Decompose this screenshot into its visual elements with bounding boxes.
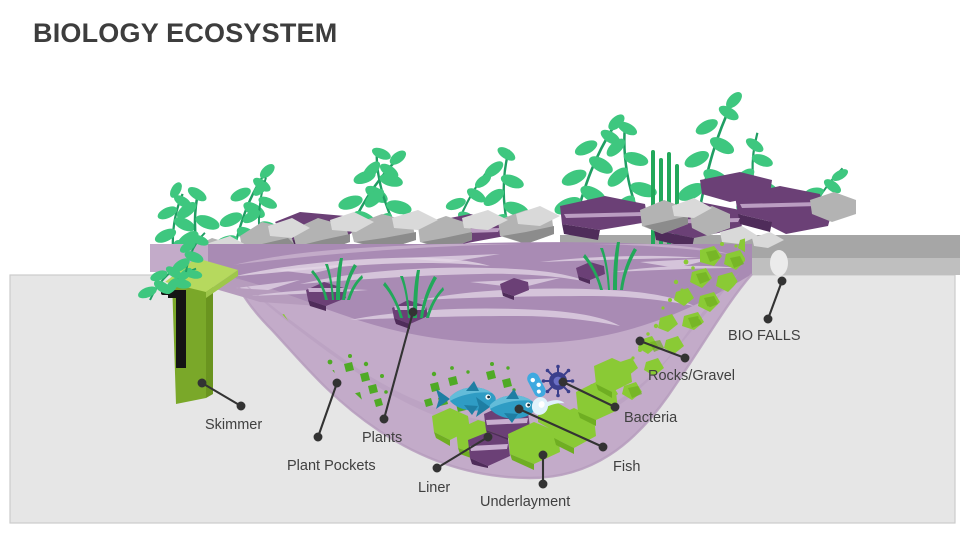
- callout-label-underlayment: Underlayment: [480, 494, 571, 510]
- leader-line: [638, 339, 687, 360]
- leader-end-dot: [610, 402, 620, 412]
- leader-end-dot: [313, 432, 323, 442]
- leader-skimmer: [197, 378, 246, 411]
- pond-liner-edge: [230, 271, 753, 480]
- leader-plant-pockets: [313, 378, 342, 442]
- leader-plants: [379, 307, 418, 424]
- leader-line: [561, 380, 617, 409]
- leader-end-dot: [538, 479, 548, 489]
- leader-end-dot: [432, 463, 442, 473]
- callout-label-skimmer: Skimmer: [205, 417, 263, 433]
- leader-fish: [514, 404, 608, 452]
- callout-label-plant-pockets: Plant Pockets: [287, 458, 376, 474]
- leader-anchor-dot: [635, 336, 645, 346]
- leader-line: [435, 435, 490, 470]
- leader-line: [382, 310, 415, 421]
- leader-line: [517, 407, 605, 449]
- leader-end-dot: [763, 314, 773, 324]
- callout-label-plants: Plants: [362, 430, 403, 446]
- leader-anchor-dot: [483, 432, 493, 442]
- page-title: BIOLOGY ECOSYSTEM: [33, 18, 338, 48]
- leader-anchor-dot: [408, 307, 418, 317]
- leader-anchor-dot: [538, 450, 548, 460]
- water-grass: [311, 242, 637, 318]
- leader-line: [316, 381, 339, 439]
- leader-anchor-dot: [558, 377, 568, 387]
- bio-falls-outlet: [770, 250, 788, 276]
- leader-underlayment: [538, 450, 548, 489]
- leader-line: [200, 381, 243, 408]
- leader-end-dot: [680, 353, 690, 363]
- callout-label-rocks-gravel: Rocks/Gravel: [648, 368, 736, 384]
- callout-label-bio-falls: BIO FALLS: [728, 328, 801, 344]
- callout-label-liner: Liner: [418, 480, 451, 496]
- leader-anchor-dot: [197, 378, 207, 388]
- leader-anchor-dot: [514, 404, 524, 414]
- callout-label-bacteria: Bacteria: [624, 410, 678, 426]
- leader-rocks-gravel: [635, 336, 690, 363]
- callout-label-fish: Fish: [613, 459, 641, 475]
- leader-end-dot: [379, 414, 389, 424]
- rock-rim: [188, 172, 856, 282]
- fish-group: [436, 381, 536, 423]
- leader-anchor-dot: [777, 276, 787, 286]
- leader-line: [766, 279, 784, 321]
- leader-end-dot: [236, 401, 246, 411]
- callout-leaders: [197, 276, 787, 489]
- leader-liner: [432, 432, 493, 473]
- skimmer-unit: [138, 232, 238, 404]
- leader-bacteria: [558, 377, 620, 412]
- leader-anchor-dot: [332, 378, 342, 388]
- leader-bio-falls: [763, 276, 787, 324]
- leader-end-dot: [598, 442, 608, 452]
